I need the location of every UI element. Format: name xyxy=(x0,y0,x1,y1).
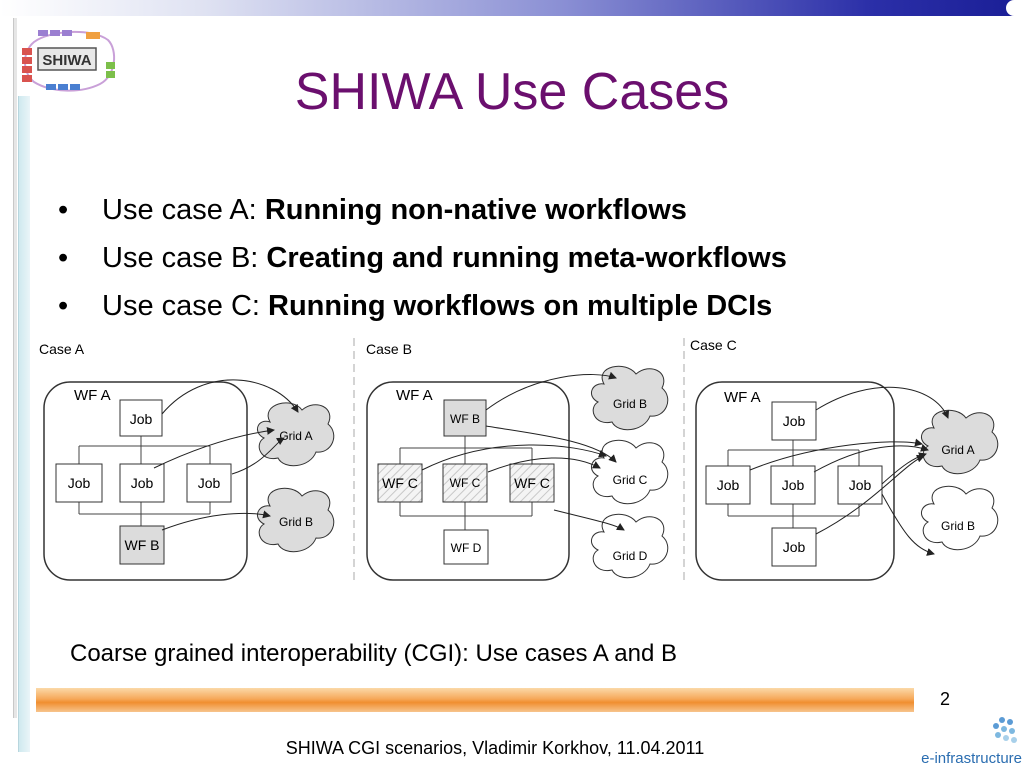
bullet-list: •Use case A: Running non-native workflow… xyxy=(58,186,787,330)
job-label: Job xyxy=(131,475,154,491)
job-label: Job xyxy=(783,539,806,555)
job-box xyxy=(119,399,163,437)
job-label: Job xyxy=(717,477,740,493)
case-c-panel: Case C WF A Job Job Job Job Job Grid A G… xyxy=(690,337,999,581)
logo-text: SHIWA xyxy=(42,52,91,69)
bullet-prefix: Use case C: xyxy=(102,290,268,322)
job-box xyxy=(55,463,103,503)
case-b-wf-label: WF A xyxy=(396,387,433,404)
grid-cloud xyxy=(920,409,999,475)
bullet-item: •Use case A: Running non-native workflow… xyxy=(58,194,687,226)
slide-title: SHIWA Use Cases xyxy=(294,63,730,121)
bullet-bold-text: Running workflows on multiple DCIs xyxy=(268,290,773,322)
case-a-wf-label: WF A xyxy=(74,387,111,404)
wf-container xyxy=(366,381,570,581)
cgi-note: Coarse grained interoperability (CGI): U… xyxy=(70,640,677,667)
grid-label: Grid A xyxy=(941,443,974,457)
job-label: Job xyxy=(68,475,91,491)
job-box xyxy=(119,463,165,503)
wf-box xyxy=(443,529,489,565)
grid-cloud xyxy=(590,439,669,505)
wf-container xyxy=(695,381,895,581)
grid-label: Grid C xyxy=(613,473,648,487)
grid-cloud xyxy=(590,365,669,431)
grid-cloud xyxy=(920,485,999,551)
e-infrastructure-text: e-infrastructure xyxy=(921,750,1022,767)
job-box xyxy=(705,465,751,505)
case-b-panel: Case B WF A WF B WF C WF C WF C WF D Gri… xyxy=(366,341,669,581)
top-bar-cap xyxy=(1006,0,1024,16)
bullet-prefix: Use case B: xyxy=(102,242,267,274)
wf-label: WF C xyxy=(382,475,418,491)
grid-label: Grid B xyxy=(941,519,975,533)
job-box xyxy=(771,527,817,567)
case-b-label: Case B xyxy=(366,341,412,357)
shiwa-logo: SHIWA xyxy=(22,30,116,92)
grid-cloud xyxy=(256,402,335,467)
job-label: Job xyxy=(782,477,805,493)
wf-label: WF B xyxy=(450,412,480,426)
left-border-line xyxy=(13,18,17,718)
grid-cloud xyxy=(256,487,335,553)
grid-label: Grid B xyxy=(279,515,313,529)
left-accent-bar xyxy=(18,96,30,752)
wf-label: WF C xyxy=(450,476,481,490)
grid-label: Grid D xyxy=(613,549,648,563)
wf-box xyxy=(377,463,423,503)
top-gradient-bar xyxy=(0,0,1024,16)
wf-box xyxy=(443,399,487,437)
case-c-label: Case C xyxy=(690,337,737,353)
bullet-bold-text: Running non-native workflows xyxy=(264,194,687,226)
use-case-diagram: Case A WF A Job Job Job Job WF B Grid A … xyxy=(39,337,999,584)
bullet-bold-text: Creating and running meta-workflows xyxy=(266,242,787,274)
job-label: Job xyxy=(130,411,153,427)
job-label: Job xyxy=(849,477,872,493)
job-label: Job xyxy=(198,475,221,491)
job-label: Job xyxy=(783,413,806,429)
bullet-item: •Use case C: Running workflows on multip… xyxy=(58,290,773,322)
e-infrastructure-logo: e-infrastructure xyxy=(921,717,1022,767)
wf-box xyxy=(509,463,555,503)
wf-label: WF C xyxy=(514,475,550,491)
wf-label: WF B xyxy=(125,537,160,553)
bullet-prefix: Use case A: xyxy=(102,194,265,226)
case-a-label: Case A xyxy=(39,341,85,357)
page-number: 2 xyxy=(940,689,951,709)
job-box xyxy=(186,463,232,503)
bullet-item: •Use case B: Creating and running meta-w… xyxy=(58,242,787,274)
slide-footer: SHIWA CGI scenarios, Vladimir Korkhov, 1… xyxy=(285,738,705,758)
case-a-panel: Case A WF A Job Job Job Job WF B Grid A … xyxy=(39,341,335,581)
wf-container xyxy=(43,381,248,581)
case-c-wf-label: WF A xyxy=(724,389,761,406)
wf-box xyxy=(119,525,165,565)
wf-box xyxy=(442,463,488,503)
bottom-orange-bar xyxy=(36,688,914,712)
grid-label: Grid A xyxy=(279,429,312,443)
grid-label: Grid B xyxy=(613,397,647,411)
job-box xyxy=(770,465,816,505)
job-box xyxy=(837,465,883,505)
grid-cloud xyxy=(590,513,669,579)
job-box xyxy=(771,401,817,441)
wf-label: WF D xyxy=(451,541,482,555)
